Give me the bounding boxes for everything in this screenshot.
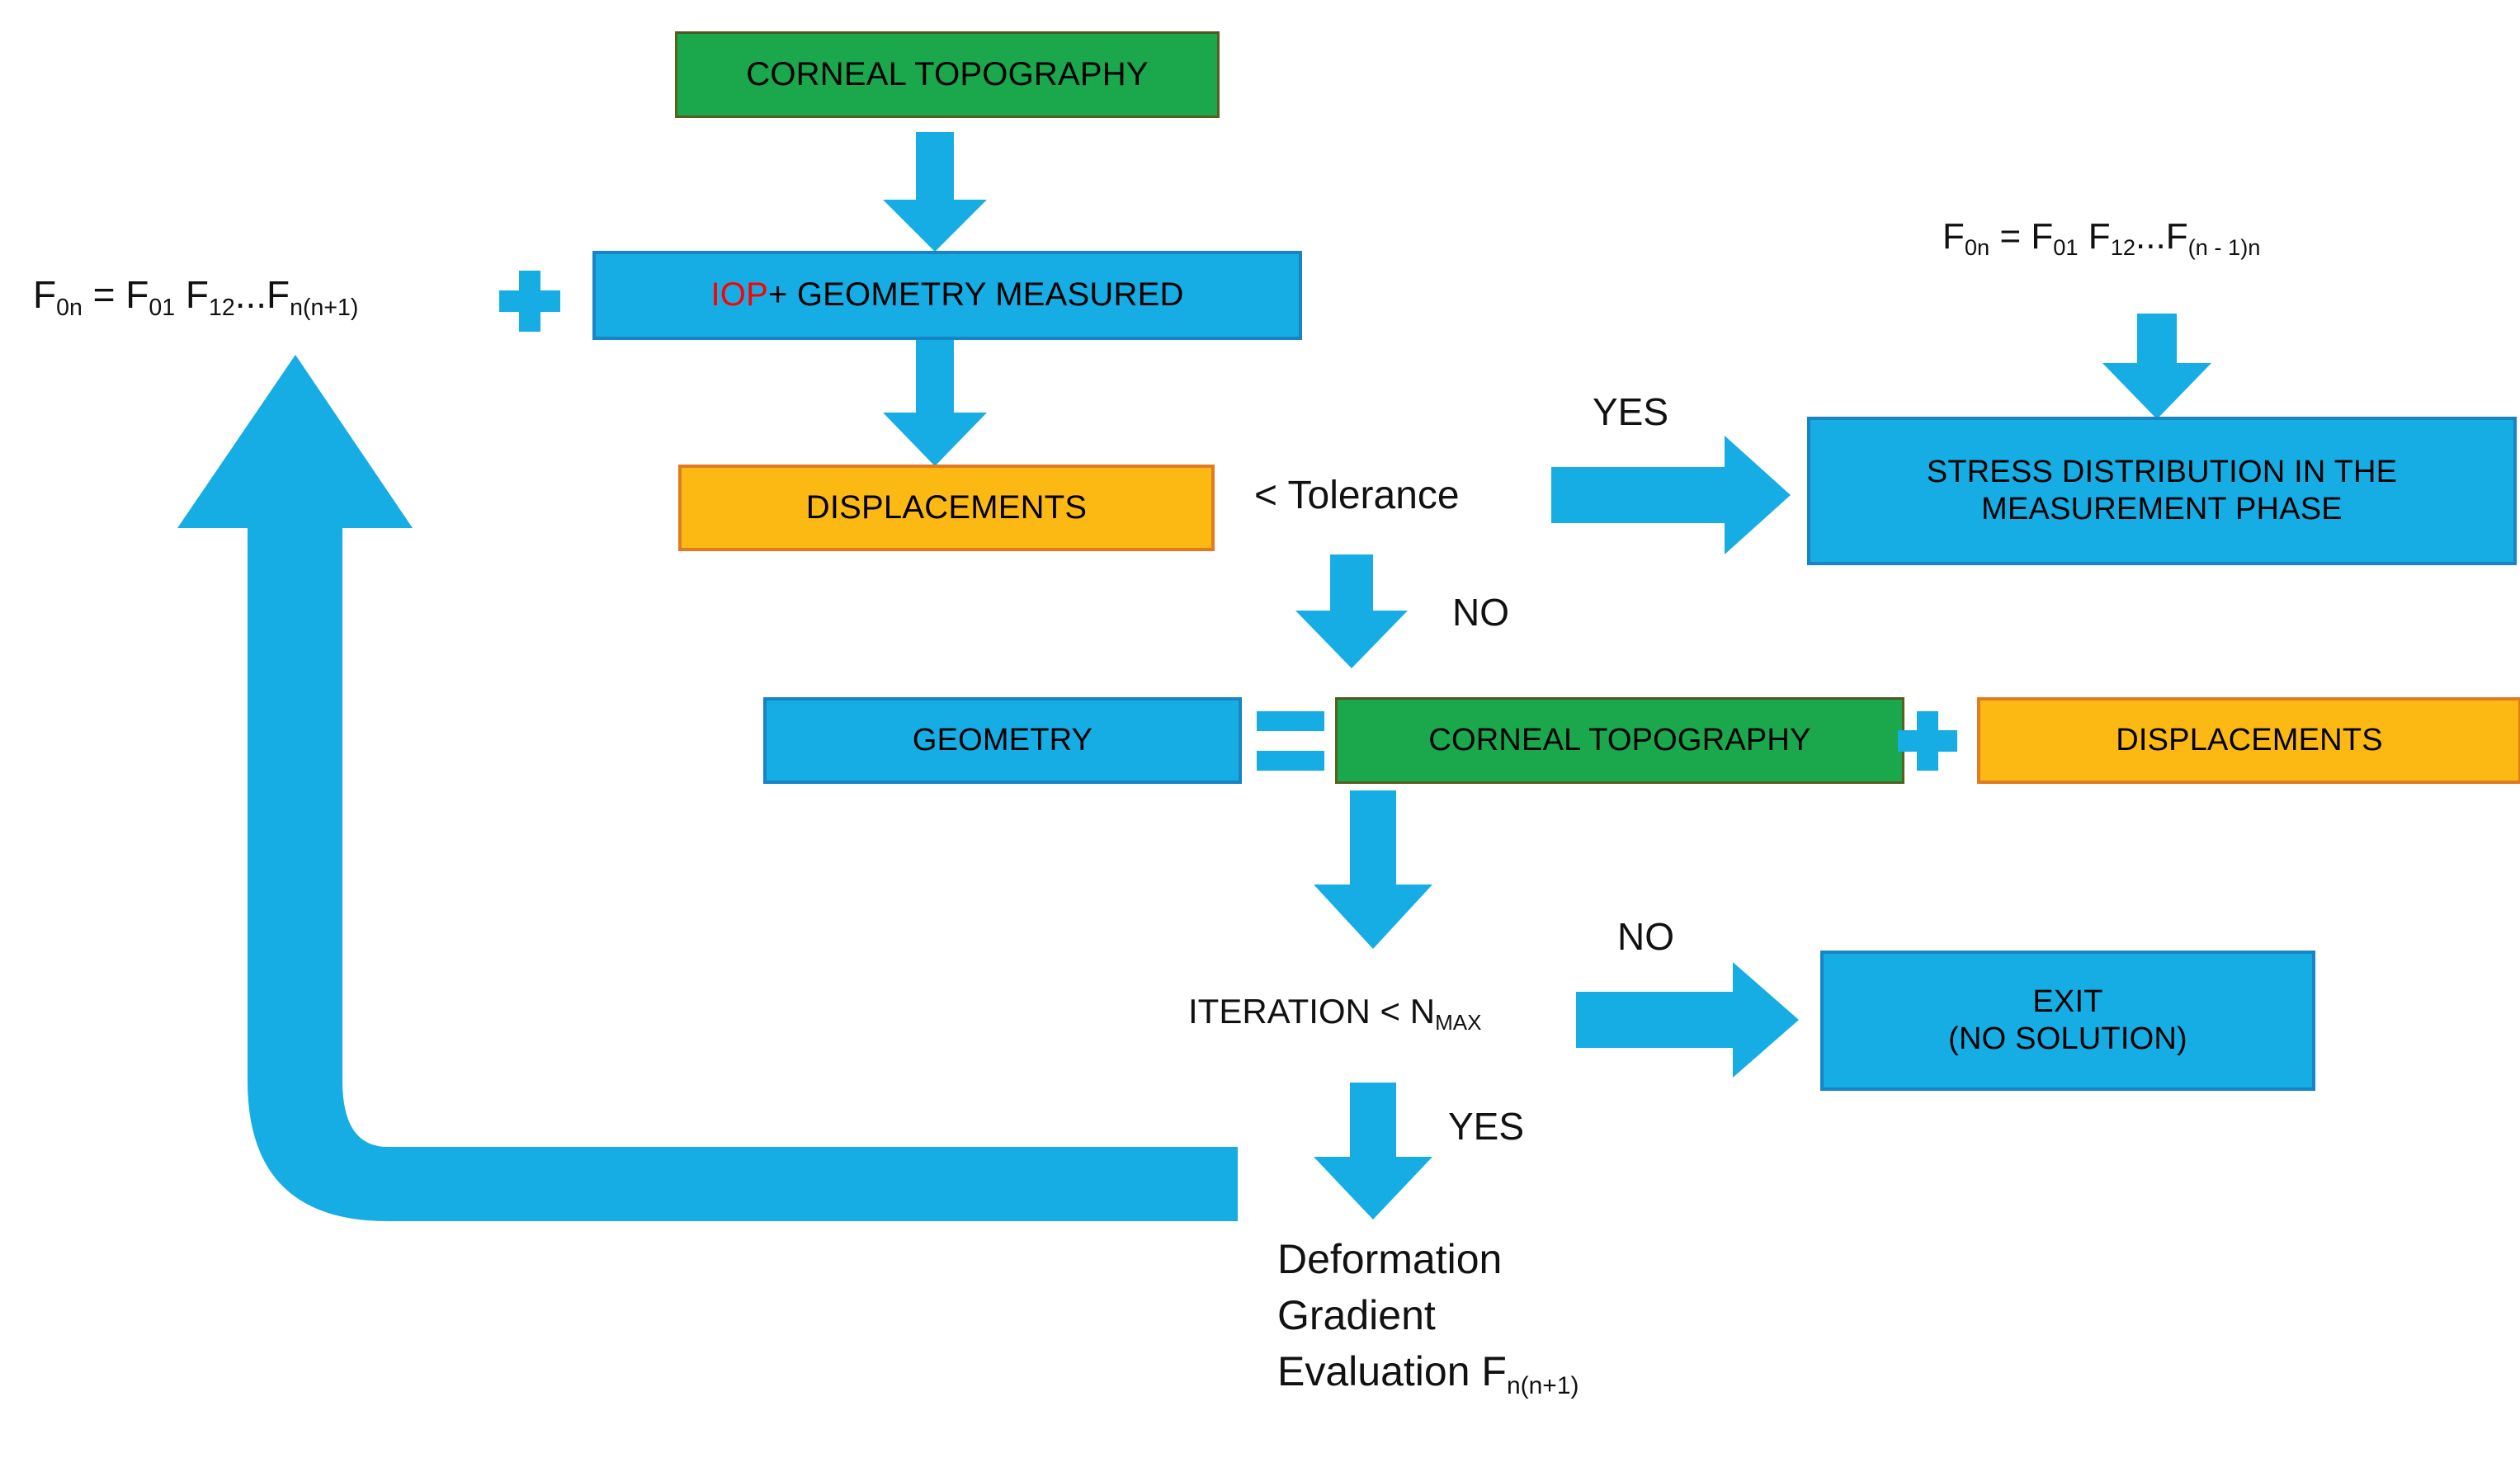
edge-label-tolerance-no: NO <box>1452 590 1509 635</box>
formula-right: F0n = F01 F12...F(n - 1)n <box>1942 216 2261 261</box>
formula-right-eq: = F <box>1989 216 2054 257</box>
bottom-text-line3: Evaluation Fn(n+1) <box>1277 1343 1579 1399</box>
decision-tolerance: < Tolerance <box>1254 473 1460 518</box>
formula-right-lhs: F <box>1942 216 1965 257</box>
node-displacements-1[interactable]: DISPLACEMENTS <box>678 465 1215 551</box>
bottom-text-line2: Gradient <box>1277 1292 1436 1338</box>
plus-icon-mid <box>1898 711 1957 771</box>
edge-label-tolerance-no-text: NO <box>1452 591 1509 634</box>
arrow-iteration-no <box>1576 962 1799 1078</box>
node-corneal-topography-bottom[interactable]: CORNEAL TOPOGRAPHY <box>1335 697 1904 784</box>
node-displacements-2[interactable]: DISPLACEMENTS <box>1977 697 2520 784</box>
edge-label-iteration-yes-text: YES <box>1448 1105 1525 1148</box>
formula-right-lhs-sub: 0n <box>1964 234 1990 261</box>
node-stress-distribution-label: STRESS DISTRIBUTION IN THE MEASUREMENT P… <box>1926 455 2398 526</box>
edge-label-tolerance-yes-text: YES <box>1593 390 1669 433</box>
equals-icon-mid <box>1257 711 1324 771</box>
arrow-iteration-yes <box>1314 1083 1432 1220</box>
arrow-geometry-to-iteration <box>1314 790 1432 949</box>
bottom-text-line1: Deformation <box>1277 1236 1503 1282</box>
node-geometry[interactable]: GEOMETRY <box>763 697 1242 784</box>
node-exit-no-solution-label: EXIT (NO SOLUTION) <box>1948 984 2187 1056</box>
formula-right-t1-sub: 01 <box>2053 234 2079 261</box>
node-iop-geometry-measured[interactable]: IOP + GEOMETRY MEASURED <box>592 251 1302 340</box>
formula-left-sp1: F <box>175 273 209 316</box>
formula-left: F0n = F01 F12...Fn(n+1) <box>33 272 358 321</box>
arrow-tolerance-no <box>1295 554 1408 668</box>
formula-right-t2-sub: 12 <box>2110 234 2136 261</box>
formula-left-t3-sub: n(n+1) <box>290 294 359 321</box>
arrow-formula-to-stress <box>2102 314 2211 419</box>
decision-tolerance-label: < Tolerance <box>1254 474 1460 517</box>
edge-label-iteration-yes: YES <box>1448 1104 1524 1149</box>
edge-label-iteration-no-text: NO <box>1617 915 1674 958</box>
bottom-text-block: Deformation Gradient Evaluation Fn(n+1) <box>1277 1231 1579 1399</box>
formula-left-t1-sub: 01 <box>149 294 176 321</box>
formula-right-t3-sub: (n - 1)n <box>2187 234 2261 261</box>
formula-left-eq: = F <box>82 273 149 316</box>
plus-icon-left <box>499 271 560 332</box>
node-iop-label: IOP <box>710 276 768 314</box>
formula-left-dots: ...F <box>234 273 290 316</box>
node-geometry-measured-label: + GEOMETRY MEASURED <box>767 276 1184 314</box>
decision-iteration-sub: MAX <box>1435 1010 1482 1036</box>
formula-left-lhs-sub: 0n <box>56 294 83 321</box>
node-geometry-label: GEOMETRY <box>912 723 1093 758</box>
arrow-iop-to-displacements <box>883 340 987 466</box>
node-corneal-topography-top[interactable]: CORNEAL TOPOGRAPHY <box>675 31 1220 118</box>
node-displacements-2-label: DISPLACEMENTS <box>2116 723 2383 758</box>
node-displacements-1-label: DISPLACEMENTS <box>805 488 1088 526</box>
node-exit-no-solution[interactable]: EXIT (NO SOLUTION) <box>1820 951 2315 1091</box>
edge-label-tolerance-yes: YES <box>1593 389 1668 434</box>
arrow-topography-to-iop <box>883 132 987 252</box>
formula-left-t2-sub: 12 <box>208 294 235 321</box>
node-stress-distribution[interactable]: STRESS DISTRIBUTION IN THE MEASUREMENT P… <box>1807 417 2517 565</box>
arrow-tolerance-yes <box>1551 436 1791 554</box>
decision-iteration-label: ITERATION < N <box>1188 992 1436 1031</box>
formula-right-sp1: F <box>2078 216 2111 257</box>
decision-iteration: ITERATION < NMAX <box>1188 992 1482 1035</box>
node-corneal-topography-bottom-label: CORNEAL TOPOGRAPHY <box>1428 723 1811 758</box>
bottom-text-line3-sub: n(n+1) <box>1506 1372 1579 1400</box>
edge-label-iteration-no: NO <box>1617 914 1674 959</box>
formula-left-lhs: F <box>33 273 57 316</box>
node-corneal-topography-top-label: CORNEAL TOPOGRAPHY <box>746 55 1149 92</box>
formula-right-dots: ...F <box>2135 216 2188 257</box>
bottom-text-line3-main: Evaluation F <box>1277 1348 1507 1394</box>
